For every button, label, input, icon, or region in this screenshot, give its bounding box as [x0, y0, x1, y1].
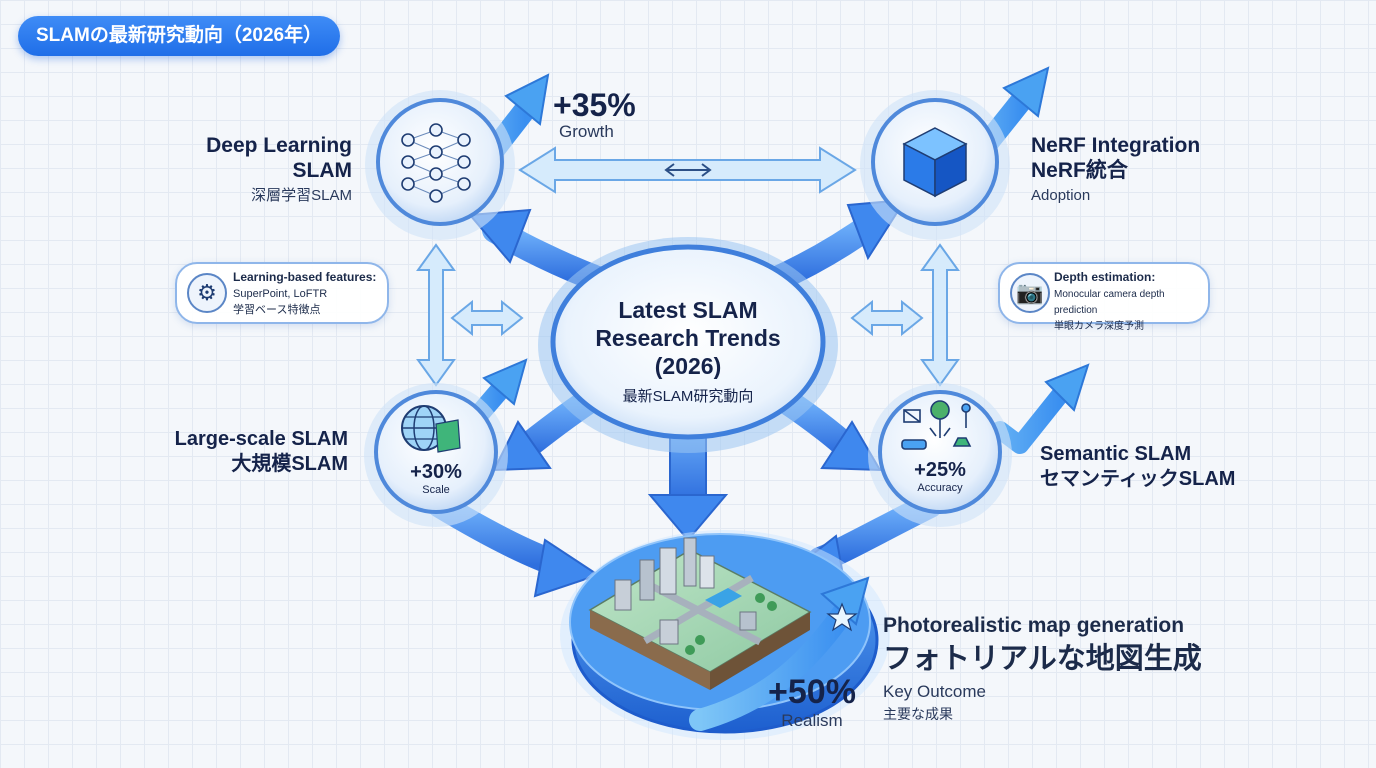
gear-icon: ⚙	[187, 273, 227, 313]
deep-learning-title-2: SLAM	[292, 159, 353, 182]
deep-learning-jp: 深層学習SLAM	[251, 187, 352, 204]
neural-network-icon	[401, 123, 471, 203]
center-node	[538, 237, 838, 453]
header-tag: SLAMの最新研究動向（2026年）	[18, 16, 341, 56]
center-line3: (2026)	[654, 353, 722, 379]
scene-objects-icon	[901, 400, 972, 450]
nerf-title-1: NeRF Integration	[1031, 134, 1201, 157]
large-scale-label: Large-scale SLAM 大規模SLAM	[150, 427, 348, 477]
large-scale-title-2: 大規模SLAM	[231, 453, 348, 475]
depth-line2: Monocular camera depth prediction	[1054, 289, 1165, 316]
semantic-stat: +25% Accuracy	[900, 458, 980, 494]
semantic-title-2: セマンティックSLAM	[1040, 468, 1236, 490]
outcome-pct-label: Realism	[781, 711, 843, 730]
deep-learning-stat: +35% Growth	[553, 88, 636, 142]
nerf-label: NeRF Integration NeRF統合 Adoption	[1031, 133, 1271, 206]
outcome-title-en: Photorealistic map generation	[883, 614, 1185, 637]
large-scale-pct: +30%	[410, 461, 462, 483]
camera-icon: 📷	[1010, 273, 1050, 313]
top-arrow-glyph	[664, 163, 712, 177]
semantic-pct-label: Accuracy	[917, 482, 963, 494]
depth-jp: 単眼カメラ深度予測	[1054, 321, 1144, 332]
nerf-sub: Adoption	[1031, 187, 1091, 204]
depth-title: Depth estimation:	[1054, 270, 1156, 284]
cube-icon	[902, 127, 968, 198]
learning-features-title: Learning-based features:	[233, 270, 377, 284]
semantic-title-1: Semantic SLAM	[1040, 443, 1192, 465]
large-scale-title-1: Large-scale SLAM	[174, 428, 348, 450]
large-scale-stat: +30% Scale	[396, 460, 476, 496]
deep-learning-label: Deep Learning SLAM 深層学習SLAM	[150, 133, 352, 206]
outcome-jp: 主要な成果	[883, 706, 953, 722]
node-deep-learning	[365, 90, 515, 240]
outcome-growth-arrow	[689, 576, 870, 731]
deep-learning-title-1: Deep Learning	[206, 134, 352, 157]
learning-features-jp: 学習ベース特徴点	[233, 304, 321, 316]
learning-features-pill: ⚙ Learning-based features: SuperPoint, L…	[175, 262, 389, 324]
node-large-scale	[364, 383, 508, 527]
outcome-label: Photorealistic map generation フォトリアルな地図生…	[883, 612, 1263, 724]
outcome-sub: Key Outcome	[883, 682, 986, 701]
nerf-title-2: NeRF統合	[1031, 159, 1128, 182]
outcome-pct: +50%	[768, 673, 856, 711]
semantic-pct: +25%	[914, 459, 966, 481]
deep-learning-pct-label: Growth	[559, 122, 614, 141]
center-label: Latest SLAM Research Trends (2026) 最新SLA…	[568, 296, 808, 408]
semantic-label: Semantic SLAM セマンティックSLAM	[1040, 442, 1270, 492]
center-line1: Latest SLAM	[618, 297, 758, 323]
outcome-title-jp: フォトリアルな地図生成	[883, 643, 1202, 675]
large-scale-pct-label: Scale	[422, 484, 450, 496]
deep-learning-pct: +35%	[553, 87, 636, 123]
center-line2: Research Trends	[595, 325, 781, 351]
outcome-stat: +50% Realism	[752, 673, 872, 731]
depth-pill: 📷 Depth estimation: Monocular camera dep…	[998, 262, 1210, 332]
learning-features-line2: SuperPoint, LoFTR	[233, 288, 328, 300]
globe-icon	[401, 405, 461, 453]
center-jp: 最新SLAM研究動向	[622, 388, 754, 405]
